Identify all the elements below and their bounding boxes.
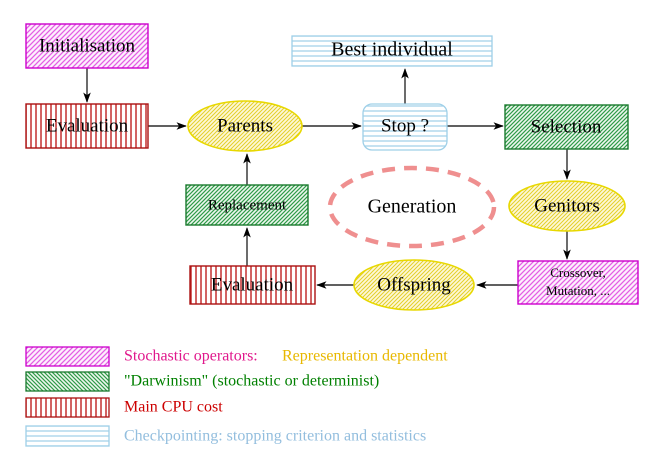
node-offspring-label: Offspring bbox=[377, 274, 451, 295]
node-selection-label: Selection bbox=[531, 116, 602, 137]
legend-item-stochastic-operators: Stochastic operators: Representation dep… bbox=[25, 346, 448, 367]
node-generation: Generation bbox=[327, 165, 497, 249]
node-stop[interactable]: Stop ? bbox=[362, 103, 448, 151]
edges-layer bbox=[83, 68, 571, 289]
legend-label-checkpointing: Checkpointing: stopping criterion and st… bbox=[124, 428, 426, 445]
node-best-individual[interactable]: Best individual bbox=[291, 35, 493, 67]
node-evaluation-top[interactable]: Evaluation bbox=[25, 103, 149, 149]
node-initialisation-label: Initialisation bbox=[39, 35, 136, 56]
legend-label-stochastic-operators: Stochastic operators: bbox=[124, 348, 258, 365]
node-parents-label: Parents bbox=[217, 115, 273, 136]
legend-swatch-stochastic-operators bbox=[25, 346, 110, 367]
node-replacement-label: Replacement bbox=[208, 197, 287, 213]
node-genitors-label: Genitors bbox=[534, 195, 599, 216]
legend-label-main-cpu-cost: Main CPU cost bbox=[124, 399, 223, 416]
node-evaluation-bottom-label: Evaluation bbox=[211, 274, 294, 295]
legend-swatch-darwinism bbox=[25, 371, 110, 392]
node-stop-label: Stop ? bbox=[381, 115, 429, 136]
legend-label-darwinism: "Darwinism" (stochastic or determinist) bbox=[124, 373, 379, 390]
legend: Stochastic operators: Representation dep… bbox=[25, 346, 448, 447]
node-replacement[interactable]: Replacement bbox=[185, 184, 309, 226]
node-best-individual-label: Best individual bbox=[331, 39, 453, 61]
node-evaluation-bottom[interactable]: Evaluation bbox=[189, 265, 316, 305]
legend-item-darwinism: "Darwinism" (stochastic or determinist) bbox=[25, 371, 379, 392]
node-initialisation[interactable]: Initialisation bbox=[25, 23, 149, 69]
node-selection[interactable]: Selection bbox=[504, 104, 629, 150]
node-offspring[interactable]: Offspring bbox=[353, 259, 475, 311]
legend-label-representation-dependent: Representation dependent bbox=[282, 348, 448, 365]
node-crossover-mutation-label-line1: Crossover, bbox=[550, 265, 605, 280]
node-evaluation-top-label: Evaluation bbox=[46, 115, 129, 136]
legend-swatch-main-cpu-cost bbox=[25, 397, 110, 418]
legend-swatch-checkpointing bbox=[25, 425, 110, 447]
legend-item-checkpointing: Checkpointing: stopping criterion and st… bbox=[25, 425, 426, 447]
node-crossover-mutation-label-line2: Mutation, ... bbox=[546, 283, 610, 298]
node-generation-label: Generation bbox=[368, 196, 457, 218]
legend-item-main-cpu-cost: Main CPU cost bbox=[25, 397, 223, 418]
node-crossover-mutation[interactable]: Crossover, Mutation, ... bbox=[517, 260, 639, 305]
node-genitors[interactable]: Genitors bbox=[508, 180, 626, 232]
node-parents[interactable]: Parents bbox=[187, 100, 303, 152]
